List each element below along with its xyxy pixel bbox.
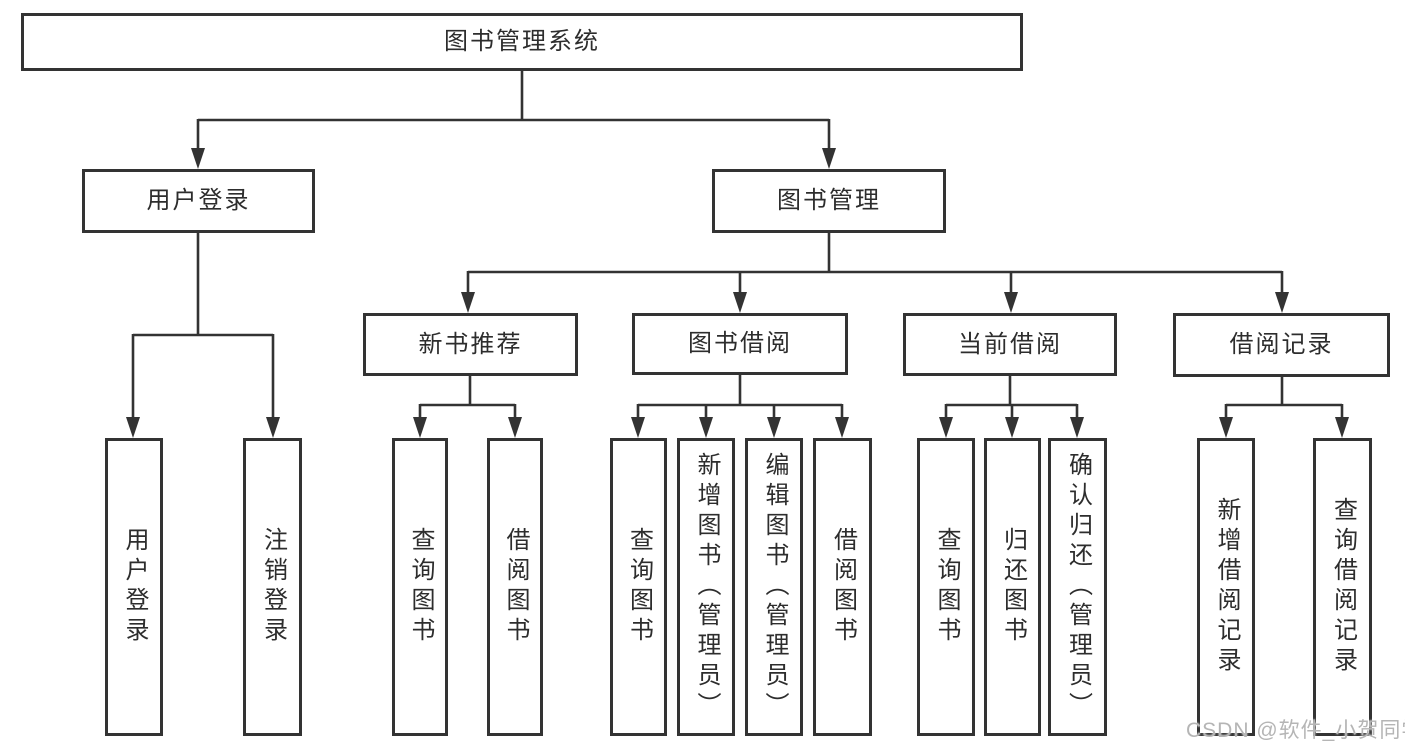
node-user-login: 用户登录 [82,169,315,233]
csdn-watermark: CSDN @软件_小贺同学 [1186,719,1405,742]
leaf-borrow-books-recommend: 借阅图书 [487,438,543,736]
leaf-add-book-admin: 新增图书（管理员） [677,438,735,736]
leaf-confirm-return-admin: 确认归还（管理员） [1048,438,1107,736]
node-current-borrowing: 当前借阅 [903,313,1117,376]
leaf-query-books-current: 查询图书 [917,438,975,736]
leaf-edit-book-admin: 编辑图书（管理员） [745,438,803,736]
node-library-management-system: 图书管理系统 [21,13,1023,71]
node-book-borrowing: 图书借阅 [632,313,848,375]
leaf-query-books-recommend: 查询图书 [392,438,448,736]
leaf-query-books-borrowing: 查询图书 [610,438,667,736]
leaf-add-borrow-record: 新增借阅记录 [1197,438,1255,736]
node-book-management: 图书管理 [712,169,946,233]
leaf-logout: 注销登录 [243,438,302,736]
leaf-borrow-books-borrowing: 借阅图书 [813,438,872,736]
node-new-book-recommendation: 新书推荐 [363,313,578,376]
leaf-return-book: 归还图书 [984,438,1041,736]
node-borrowing-records: 借阅记录 [1173,313,1390,377]
arrowheads [126,148,1349,438]
leaf-user-login: 用户登录 [105,438,163,736]
leaf-query-borrow-record: 查询借阅记录 [1313,438,1372,736]
